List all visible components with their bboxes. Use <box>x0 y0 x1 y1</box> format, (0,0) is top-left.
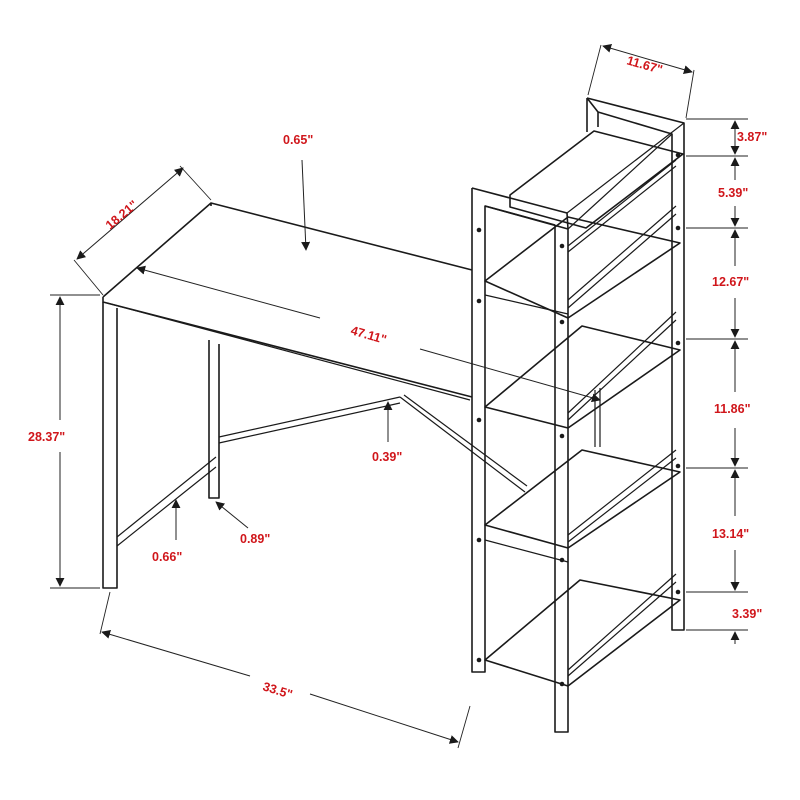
bolt <box>476 657 482 663</box>
bolt <box>559 557 565 563</box>
label-gap-4: 11.86" <box>714 402 751 416</box>
label-shelf-depth: 11.67" <box>625 53 664 77</box>
shelf-depth-extension <box>587 44 695 119</box>
shelf-rail-4 <box>484 449 677 563</box>
bolt <box>675 589 681 595</box>
base-width-extension <box>99 591 471 749</box>
base-width-arrow-right <box>309 693 459 744</box>
desk-leg-front-left <box>102 302 118 589</box>
height-extension <box>50 294 100 589</box>
top-thickness-arrow <box>301 159 311 251</box>
shelf-height-extensions <box>686 118 748 631</box>
shelf-rail-3 <box>567 311 677 421</box>
shelf-back-post <box>594 388 601 447</box>
bolt <box>476 298 482 304</box>
shelf-board-3 <box>484 325 681 429</box>
label-gap-6: 3.39" <box>732 607 762 621</box>
desk-depth-arrow <box>76 167 184 260</box>
bolt <box>559 681 565 687</box>
bolt <box>476 227 482 233</box>
shelf-board-4 <box>484 449 681 549</box>
desk-rear-brace <box>218 394 528 493</box>
bolt <box>559 319 565 325</box>
label-rod: 0.66" <box>152 550 182 564</box>
label-gap-3: 12.67" <box>712 275 749 289</box>
dimension-labels: 11.67" 3.87" 5.39" 12.67" 11.86" 13.14" … <box>28 53 767 701</box>
shelf-depth-arrow <box>602 43 693 75</box>
bolt <box>476 537 482 543</box>
base-width-arrow-left <box>101 629 251 677</box>
label-gap-1: 3.87" <box>737 130 767 144</box>
label-brace: 0.39" <box>372 450 402 464</box>
label-desk-width: 47.11" <box>349 323 388 347</box>
bookshelf <box>471 97 685 733</box>
bolt <box>675 225 681 231</box>
label-gap-2: 5.39" <box>718 186 748 200</box>
shelf-board-2 <box>484 216 681 319</box>
shelf-board-5 <box>484 579 681 687</box>
leg-width-arrow <box>215 501 249 529</box>
bolt <box>675 463 681 469</box>
desk-width-arrow-left <box>136 265 321 319</box>
desk-side-rod <box>116 456 217 547</box>
shelf-side-top-rail <box>566 122 685 230</box>
shelf-board-1 <box>509 130 684 229</box>
shelf-top-bar-front <box>471 187 569 230</box>
label-height: 28.37" <box>28 430 65 444</box>
shelf-rail-2 <box>484 205 677 315</box>
desk-leg-rear-left <box>208 340 220 499</box>
label-desk-depth: 18.21" <box>103 198 141 233</box>
label-base-width: 33.5" <box>261 679 294 701</box>
bolt <box>476 417 482 423</box>
shelf-bolts <box>476 152 681 687</box>
label-leg-width: 0.89" <box>240 532 270 546</box>
shelf-rail-5 <box>567 573 677 677</box>
shelf-upright-rear <box>586 97 685 631</box>
dimension-lines <box>50 43 748 749</box>
bolt <box>559 433 565 439</box>
bolt <box>675 340 681 346</box>
label-gap-5: 13.14" <box>712 527 749 541</box>
desk-top <box>102 202 473 398</box>
desk-top-edge <box>106 302 471 401</box>
desk <box>102 202 528 589</box>
bolt <box>559 243 565 249</box>
label-top-thickness: 0.65" <box>283 133 313 147</box>
desk-width-arrow-right <box>419 348 601 403</box>
shelf-rail-1 <box>567 159 677 253</box>
shelf-upright-front-left <box>471 188 569 733</box>
desk-depth-extension <box>73 165 212 296</box>
bolt <box>675 152 681 158</box>
